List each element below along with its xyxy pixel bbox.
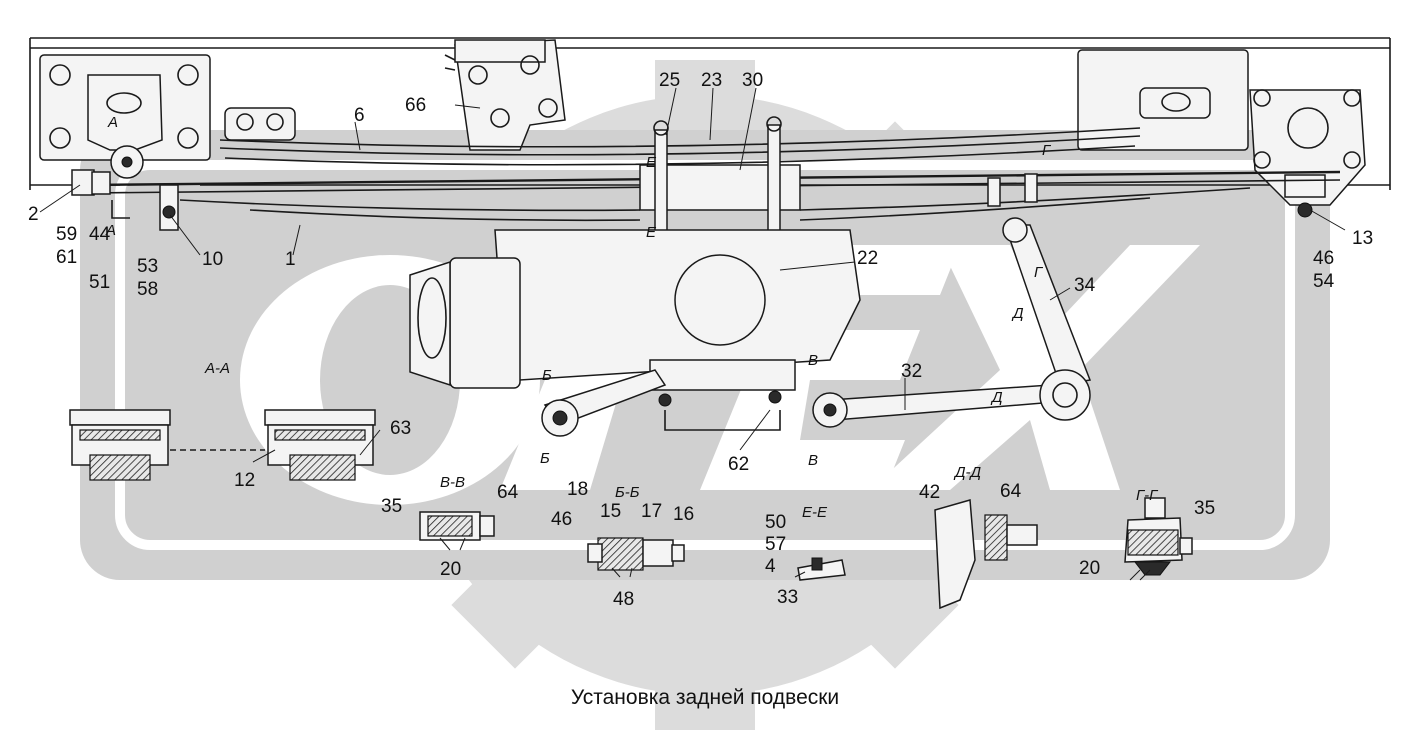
- callout: 59: [56, 224, 77, 245]
- callout: 66: [405, 95, 426, 116]
- cut-marker: А: [105, 222, 116, 239]
- callout: 42: [919, 482, 940, 503]
- callout: 16: [673, 504, 694, 525]
- section-label: Е-Е: [802, 504, 828, 521]
- callout: 17: [641, 501, 662, 522]
- callout: 1: [285, 249, 296, 270]
- section-label: Д-Д: [953, 464, 982, 481]
- upper-pad: [224, 107, 296, 141]
- callout: 23: [701, 70, 722, 91]
- cut-marker: Б: [540, 450, 550, 467]
- callout: 51: [89, 272, 110, 293]
- callout: 53: [137, 256, 158, 277]
- callout: 57: [765, 534, 786, 555]
- axle-assembly: [409, 116, 861, 431]
- callout: 6: [354, 105, 365, 126]
- cut-marker: В: [808, 452, 818, 469]
- cut-marker: А: [107, 114, 118, 131]
- callout: 46: [551, 509, 572, 530]
- callout: 10: [202, 249, 223, 270]
- frame-side-member: [29, 37, 1391, 218]
- callout: 20: [1079, 558, 1100, 579]
- front-eye: [71, 169, 179, 231]
- callout: 30: [742, 70, 763, 91]
- cut-marker: В: [808, 352, 818, 369]
- cut-marker: Г: [1042, 142, 1052, 159]
- cut-markers: А А Е Е Б Б В В Г Г Д Д: [105, 114, 1052, 469]
- callout: 33: [777, 587, 798, 608]
- section-label: Б-Б: [615, 484, 640, 501]
- section-b-b: [587, 537, 685, 571]
- callout: 44: [89, 224, 111, 245]
- callout: 58: [137, 279, 158, 300]
- cut-marker: Б: [542, 367, 552, 384]
- cut-marker: Д: [990, 389, 1003, 406]
- section-g-g: [1124, 497, 1193, 576]
- callout: 64: [497, 482, 519, 503]
- watermark: [80, 60, 1330, 730]
- callout: 54: [1313, 271, 1335, 292]
- section-label: Г-Г: [1136, 487, 1159, 504]
- section-label: А-А: [204, 360, 230, 377]
- callout: 18: [567, 479, 588, 500]
- upper-bracket: [444, 39, 566, 151]
- callout: 63: [390, 418, 411, 439]
- section-v-v: [419, 511, 495, 541]
- section-labels: А-А В-В Б-Б Е-Е Д-Д Г-Г: [204, 360, 1159, 521]
- callout: 50: [765, 512, 786, 533]
- callout: 22: [857, 248, 878, 269]
- leader-lines: [39, 87, 1346, 581]
- figure-caption: Установка задней подвески: [571, 686, 839, 709]
- cut-marker: Е: [646, 224, 657, 241]
- brake-chamber: [449, 257, 521, 389]
- cut-marker: Д: [1011, 305, 1024, 322]
- callout: 32: [901, 361, 922, 382]
- callout: 48: [613, 589, 634, 610]
- callout: 46: [1313, 248, 1334, 269]
- callout: 20: [440, 559, 461, 580]
- callout: 62: [728, 454, 749, 475]
- callout: 2: [28, 204, 39, 225]
- cut-marker: Е: [646, 154, 657, 171]
- callout: 12: [234, 470, 255, 491]
- section-a-a: [69, 409, 376, 481]
- callout: 34: [1074, 275, 1096, 296]
- callout: 13: [1352, 228, 1373, 249]
- callouts: 2 59 61 44 51 53 58 10 1 6 66 25 23 30 2…: [28, 70, 1373, 610]
- callout: 35: [381, 496, 402, 517]
- callout: 35: [1194, 498, 1215, 519]
- cut-marker: Г: [1034, 264, 1044, 281]
- torque-rods: [541, 173, 1092, 437]
- section-d-d: [934, 499, 1038, 610]
- callout: 4: [765, 556, 776, 577]
- callout: 64: [1000, 481, 1022, 502]
- callout: 15: [600, 501, 621, 522]
- callout: 25: [659, 70, 680, 91]
- callout: 61: [56, 247, 77, 268]
- section-e-e: [797, 557, 846, 581]
- section-label: В-В: [440, 474, 465, 491]
